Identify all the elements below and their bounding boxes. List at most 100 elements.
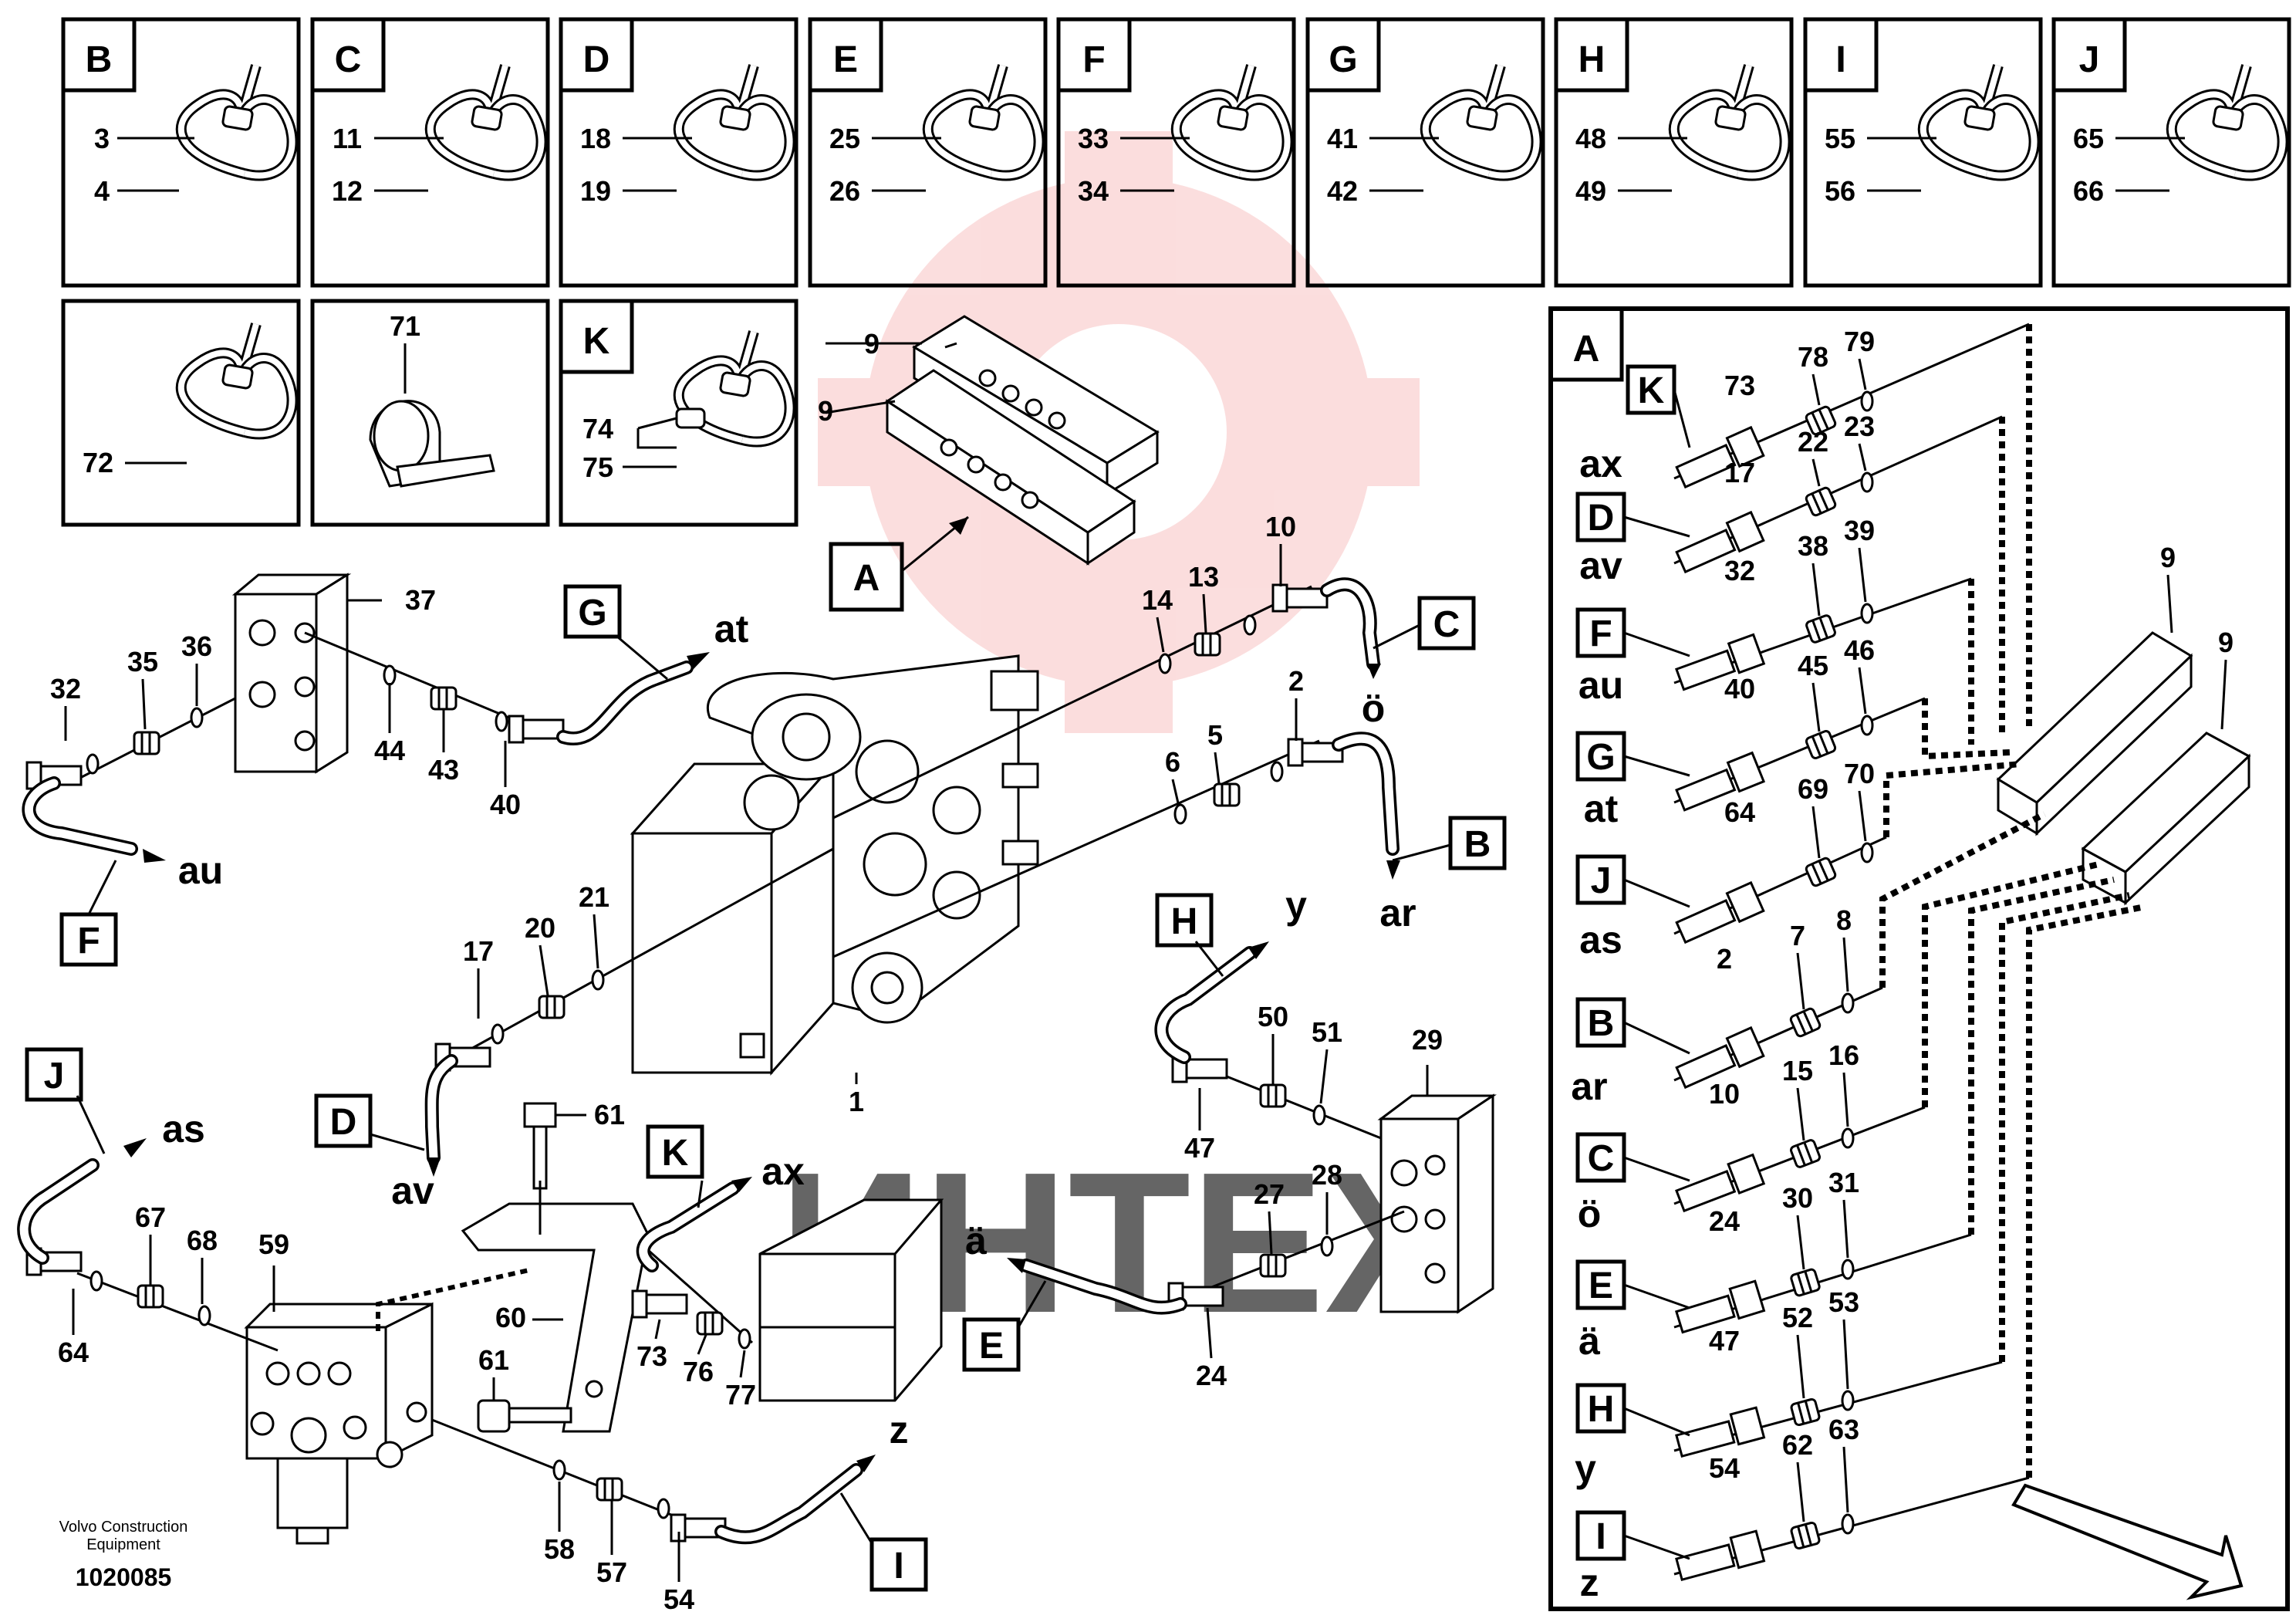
label-2: 2 <box>1288 665 1304 697</box>
label-9-detail-b: 9 <box>2218 627 2234 658</box>
detail-row-H: H y 47 52 53 <box>1575 1286 1859 1490</box>
callout-F: F <box>77 921 100 961</box>
callout-box-J: J 65 66 <box>2051 17 2291 288</box>
svg-text:52: 52 <box>1782 1302 1813 1333</box>
svg-text:45: 45 <box>1798 650 1828 681</box>
label-61-bottom: 61 <box>478 1344 509 1376</box>
svg-text:D: D <box>1588 498 1615 539</box>
svg-text:56: 56 <box>1825 175 1855 207</box>
callout-I: I <box>893 1546 903 1587</box>
svg-text:26: 26 <box>829 175 860 207</box>
callout-J: J <box>44 1056 65 1097</box>
label-32: 32 <box>50 673 81 705</box>
label-73: 73 <box>636 1340 667 1372</box>
callout-box-H: H 48 49 <box>1554 17 1794 288</box>
svg-text:12: 12 <box>332 175 363 207</box>
label-10: 10 <box>1265 511 1296 542</box>
svg-text:G: G <box>1586 737 1615 778</box>
callout-E: E <box>979 1326 1004 1367</box>
port-at: at <box>714 607 749 650</box>
svg-text:54: 54 <box>1709 1452 1740 1484</box>
svg-text:19: 19 <box>580 175 611 207</box>
label-60: 60 <box>495 1302 526 1333</box>
svg-text:55: 55 <box>1825 123 1855 154</box>
label-58: 58 <box>544 1533 575 1565</box>
detail-row-E: E ä 24 30 31 <box>1575 1167 1859 1363</box>
svg-text:48: 48 <box>1575 123 1606 154</box>
svg-text:72: 72 <box>83 447 113 478</box>
svg-text:33: 33 <box>1078 123 1109 154</box>
label-54-main: 54 <box>663 1583 694 1615</box>
label-17: 17 <box>463 935 494 967</box>
svg-text:65: 65 <box>2073 123 2104 154</box>
callout-H: H <box>1171 901 1198 942</box>
svg-text:31: 31 <box>1828 1167 1859 1198</box>
port-as-main: as <box>162 1107 205 1151</box>
callout-D: D <box>330 1102 357 1143</box>
callout-box-B: B 3 4 <box>61 17 301 288</box>
svg-text:y: y <box>1575 1447 1596 1490</box>
bracket-60 <box>461 1202 650 1433</box>
svg-text:23: 23 <box>1844 411 1875 442</box>
callout-box-K-ties: K 74 75 <box>559 299 799 527</box>
label-37: 37 <box>405 584 436 616</box>
svg-text:E: E <box>1589 1265 1613 1306</box>
callout-A-main <box>829 542 904 612</box>
label-6: 6 <box>1165 746 1180 778</box>
detail-row-K: K ax 73 78 79 <box>1579 326 1875 485</box>
detail-A-panel: A 9 9 <box>1548 306 2290 1611</box>
svg-text:18: 18 <box>580 123 611 154</box>
label-35: 35 <box>127 646 158 678</box>
label-50: 50 <box>1258 1001 1288 1032</box>
port-av-main: av <box>391 1169 434 1212</box>
svg-text:as: as <box>1579 918 1622 961</box>
svg-text:ä: ä <box>1578 1320 1600 1363</box>
label-9-detail-a: 9 <box>2160 542 2176 573</box>
solenoid-block-59 <box>244 1302 434 1545</box>
label-43: 43 <box>428 754 459 786</box>
svg-text:G: G <box>1329 39 1357 80</box>
callout-box-tie-72: 72 <box>61 299 301 527</box>
svg-text:ö: ö <box>1578 1192 1602 1235</box>
svg-text:at: at <box>1584 787 1619 830</box>
port-ar-main: ar <box>1379 891 1416 934</box>
label-57: 57 <box>596 1556 627 1588</box>
label-51: 51 <box>1312 1016 1342 1048</box>
detail-row-C: C ö 10 15 16 <box>1575 1039 1859 1235</box>
svg-text:B: B <box>86 39 113 80</box>
drawing-number: 1020085 <box>76 1563 172 1591</box>
svg-text:z: z <box>1580 1561 1599 1604</box>
detail-row-I: I z 54 62 63 <box>1575 1414 1859 1604</box>
svg-text:75: 75 <box>582 451 613 483</box>
label-24-main: 24 <box>1196 1360 1227 1391</box>
label-9a: 9 <box>864 328 880 360</box>
svg-text:39: 39 <box>1844 515 1875 546</box>
detail-A-title: A <box>1573 329 1600 370</box>
label-5: 5 <box>1207 719 1223 751</box>
svg-text:32: 32 <box>1724 555 1755 586</box>
label-28: 28 <box>1312 1159 1342 1191</box>
label-64-main: 64 <box>58 1336 89 1368</box>
label-77: 77 <box>725 1379 756 1411</box>
svg-text:ax: ax <box>1579 442 1622 485</box>
svg-text:22: 22 <box>1798 426 1828 458</box>
svg-text:41: 41 <box>1327 123 1358 154</box>
svg-text:C: C <box>335 39 362 80</box>
svg-text:78: 78 <box>1798 341 1828 373</box>
footer-company-2: Equipment <box>86 1536 160 1553</box>
bolt-61-top <box>523 1102 557 1190</box>
svg-text:D: D <box>583 39 610 80</box>
label-21: 21 <box>579 881 609 913</box>
svg-text:H: H <box>1578 39 1606 80</box>
svg-text:24: 24 <box>1709 1205 1740 1237</box>
svg-text:42: 42 <box>1327 175 1358 207</box>
port-ae-main: ä <box>965 1219 987 1262</box>
port-y-main: y <box>1285 884 1307 927</box>
svg-text:ar: ar <box>1571 1065 1607 1108</box>
detail-row-F: F au 32 38 39 <box>1575 515 1875 707</box>
callout-box-F: F 33 34 <box>1056 17 1296 288</box>
label-1: 1 <box>849 1086 864 1117</box>
label-67: 67 <box>135 1201 166 1233</box>
svg-text:30: 30 <box>1782 1182 1813 1214</box>
